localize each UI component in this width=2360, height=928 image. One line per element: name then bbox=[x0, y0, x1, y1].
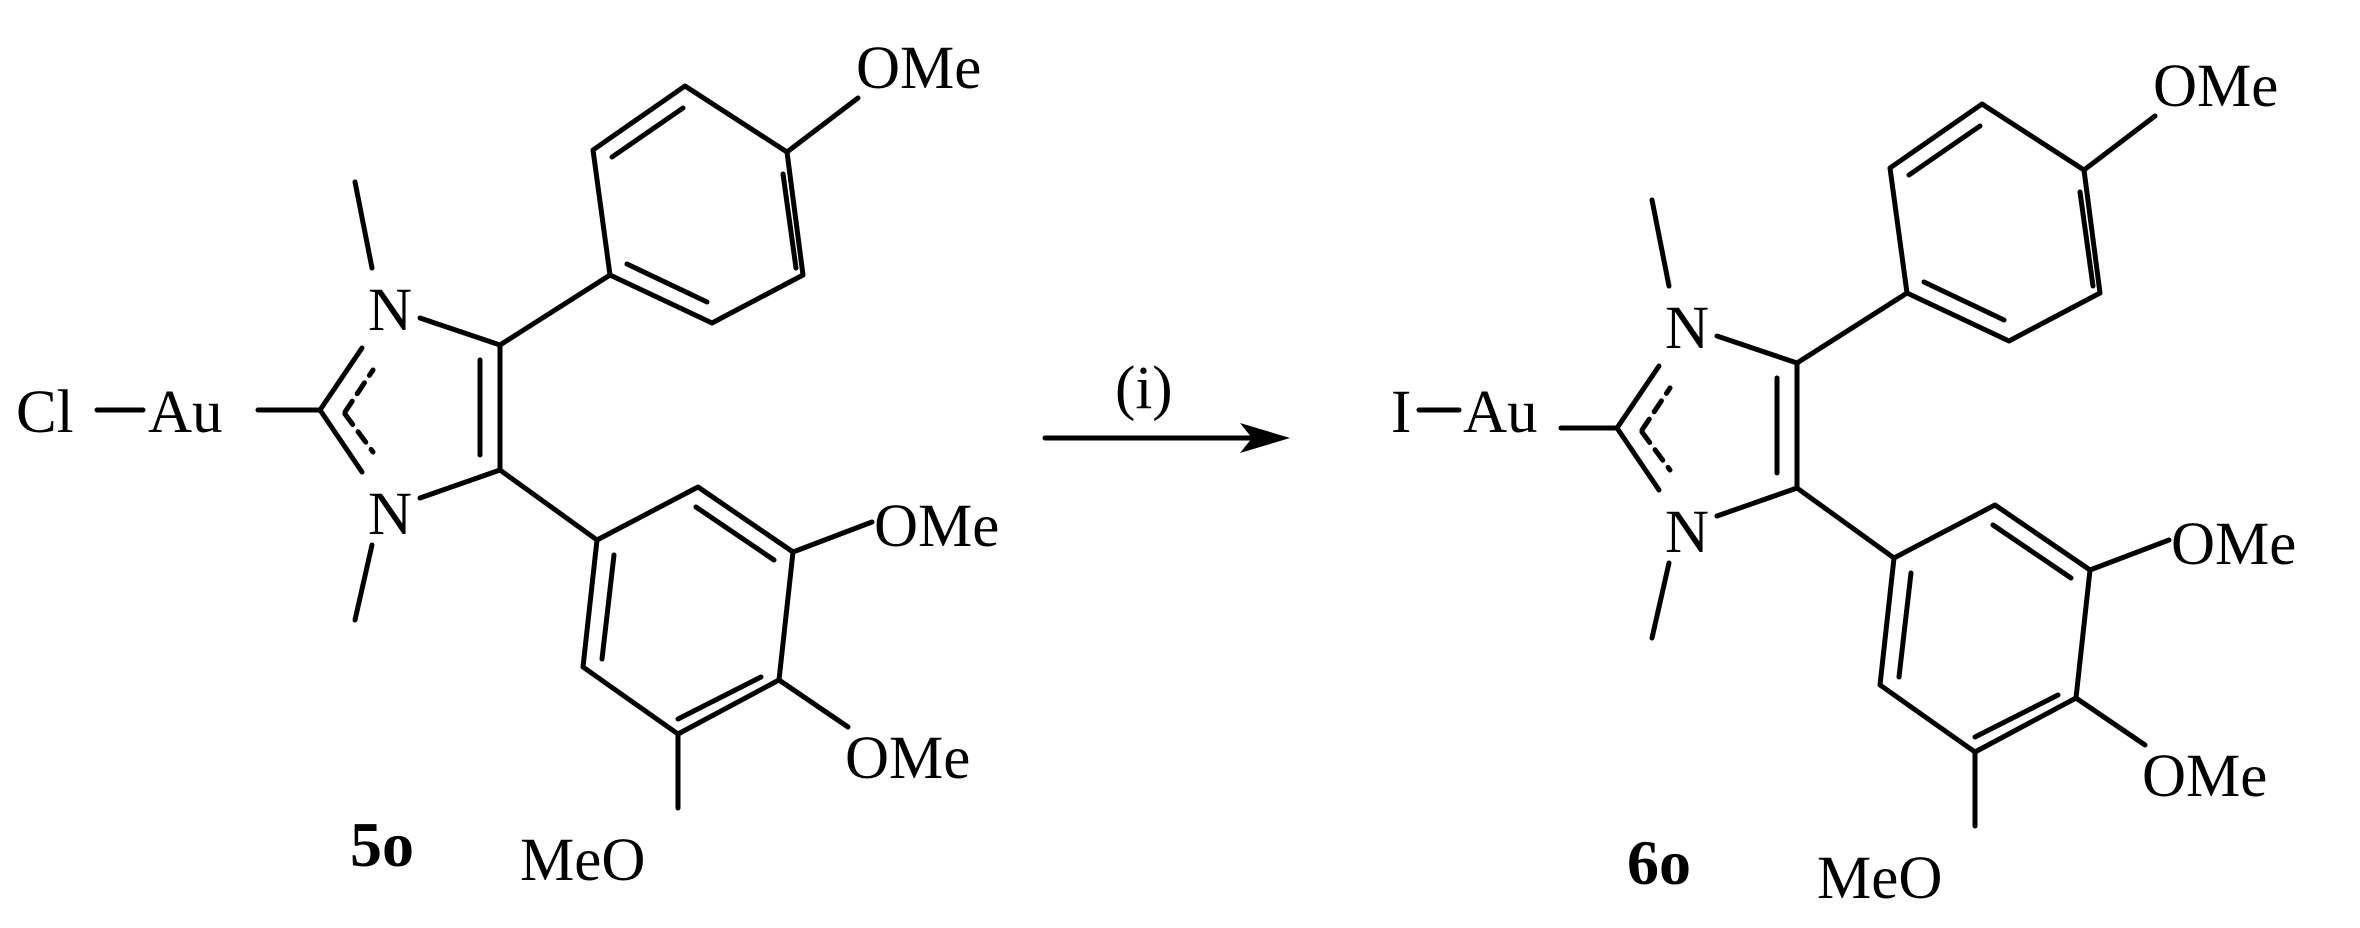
c5-aryl-bond bbox=[497, 272, 613, 348]
para-ome-bond bbox=[2081, 113, 2158, 173]
reactant-para-ome-label: OMe bbox=[856, 35, 981, 102]
upper-phenyl-ring bbox=[1887, 101, 2103, 344]
reaction-condition-label: (i) bbox=[1115, 355, 1173, 422]
reactant-n3-label: N bbox=[368, 481, 412, 548]
lower-ring-double-3 bbox=[599, 552, 617, 662]
n1-c5-bond bbox=[1714, 333, 1800, 366]
upper-ring-double-2 bbox=[780, 171, 799, 271]
lower-phenyl-ring bbox=[580, 484, 796, 737]
lower-ring-double-2 bbox=[1972, 692, 2061, 740]
lower-ring-double-1 bbox=[693, 504, 777, 563]
n3-c4-bond bbox=[1714, 485, 1800, 519]
n3-methyl bbox=[1649, 560, 1672, 641]
reactant-n1-label: N bbox=[368, 277, 412, 344]
c4-aryl-bond bbox=[1794, 485, 1897, 561]
reactant-metal-label: Au bbox=[148, 379, 223, 446]
product-halide-label: I bbox=[1391, 379, 1411, 446]
reaction-arrow: (i) bbox=[1042, 355, 1290, 453]
n3-c4-bond bbox=[417, 467, 503, 501]
product-structure: I Au N N OMe OMe OMe MeO 6o bbox=[1391, 53, 2296, 912]
n1-c5-bond bbox=[417, 315, 503, 348]
product-compound-label: 6o bbox=[1627, 827, 1691, 898]
reactant-halide-label: Cl bbox=[16, 379, 74, 446]
arrow-head bbox=[1240, 423, 1290, 453]
reactant-4-ome-label: OMe bbox=[845, 725, 970, 792]
n1-methyl bbox=[1649, 197, 1672, 289]
upper-ring-double-1 bbox=[609, 105, 686, 160]
product-n1-label: N bbox=[1665, 295, 1709, 362]
reactant-compound-label: 5o bbox=[350, 809, 414, 880]
upper-ring-double-1 bbox=[1906, 123, 1983, 178]
n1-methyl bbox=[352, 179, 375, 271]
meta-ome-bond bbox=[2087, 537, 2172, 573]
reactant-structure: Cl Au N N OMe OMe OMe MeO 5o bbox=[16, 35, 999, 894]
lower-phenyl-ring bbox=[1877, 502, 2093, 755]
product-meta-ome-label: OMe bbox=[2171, 511, 2296, 578]
c4-aryl-bond bbox=[497, 467, 600, 543]
upper-ring-double-3 bbox=[1921, 279, 2007, 323]
lower-ring-double-2 bbox=[675, 674, 764, 722]
c2-n3-bond bbox=[1614, 425, 1662, 493]
upper-ring-double-3 bbox=[624, 261, 710, 305]
c2-n1-bond bbox=[317, 345, 365, 413]
c2-n1-delocalized bbox=[342, 367, 376, 415]
c2-n3-delocalized bbox=[342, 411, 376, 455]
product-5-meo-label: MeO bbox=[1817, 845, 1942, 912]
c5-aryl-bond bbox=[1794, 290, 1910, 366]
c2-n1-delocalized bbox=[1639, 385, 1673, 433]
lower-ring-double-1 bbox=[1990, 522, 2074, 581]
reactant-bonds bbox=[94, 83, 875, 811]
product-n3-label: N bbox=[1665, 499, 1709, 566]
c2-n1-bond bbox=[1614, 363, 1662, 431]
four-ome-bond bbox=[776, 677, 851, 730]
upper-ring-double-2 bbox=[2077, 189, 2096, 289]
product-metal-label: Au bbox=[1463, 379, 1538, 446]
meta-ome-bond bbox=[790, 519, 875, 555]
upper-phenyl-ring bbox=[590, 83, 806, 326]
para-ome-bond bbox=[784, 95, 861, 155]
c2-n3-delocalized bbox=[1639, 429, 1673, 473]
c2-n3-bond bbox=[317, 407, 365, 475]
product-4-ome-label: OMe bbox=[2142, 743, 2267, 810]
reactant-meta-ome-label: OMe bbox=[874, 493, 999, 560]
product-para-ome-label: OMe bbox=[2153, 53, 2278, 120]
four-ome-bond bbox=[2073, 695, 2148, 748]
lower-ring-double-3 bbox=[1896, 570, 1914, 680]
n3-methyl bbox=[352, 542, 375, 623]
product-bonds bbox=[1416, 101, 2172, 829]
reactant-5-meo-label: MeO bbox=[520, 827, 645, 894]
